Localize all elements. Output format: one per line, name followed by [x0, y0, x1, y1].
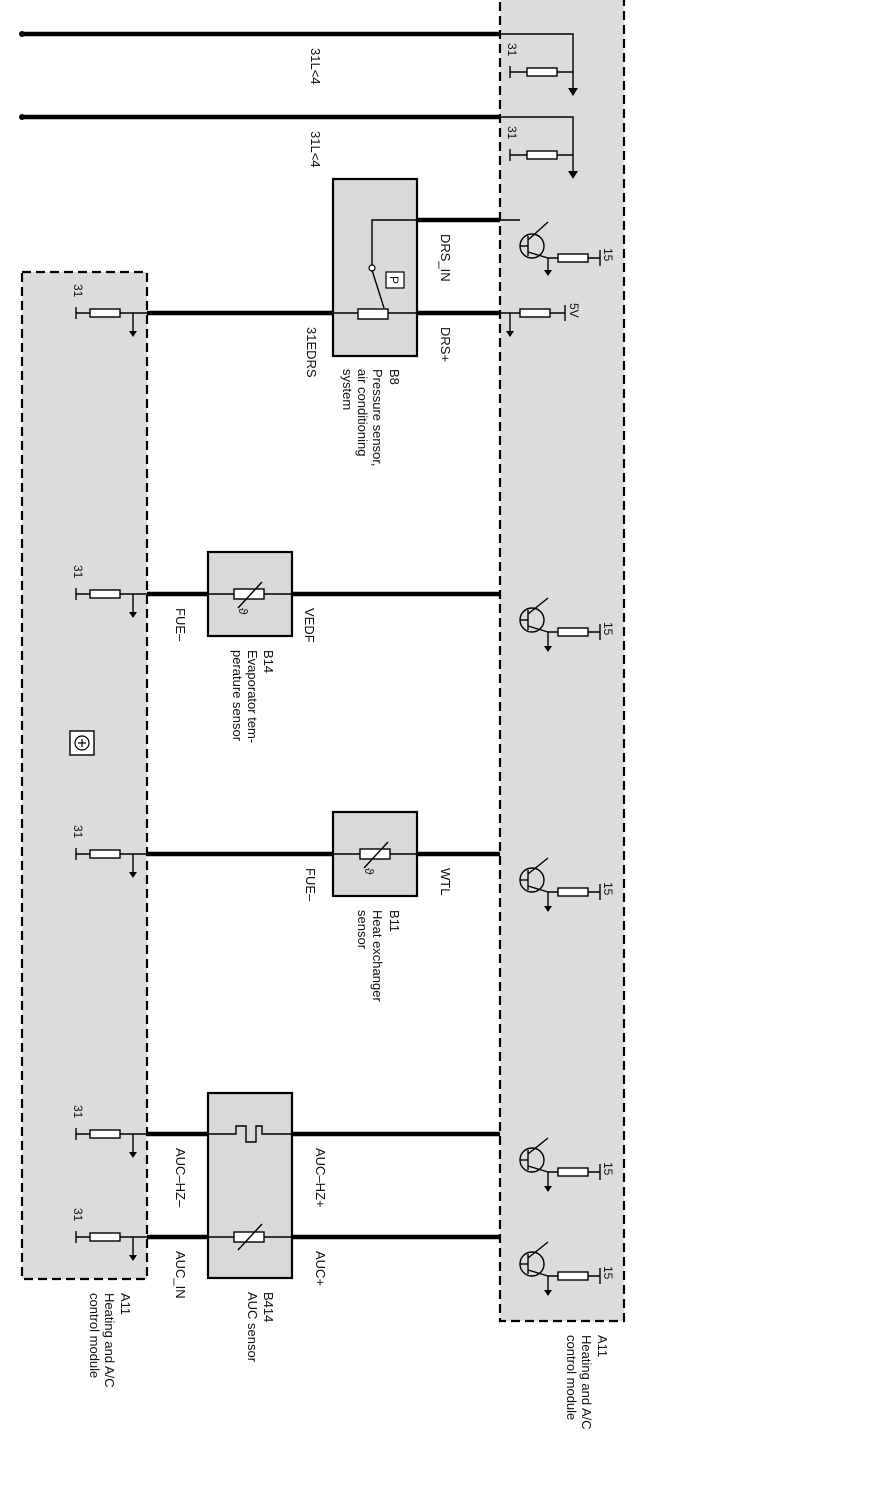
- b14-symbol: ϑ: [236, 608, 250, 615]
- right-pin-label: 15: [601, 1266, 615, 1280]
- right-pin-label: 15: [601, 622, 615, 636]
- svg-text:control module: control module: [87, 1293, 102, 1378]
- wire-label: 31L<4: [308, 131, 323, 168]
- transistor-icon: [519, 1241, 601, 1296]
- left-pin-label: 31: [71, 284, 85, 298]
- svg-text:B8: B8: [387, 369, 402, 385]
- svg-text:A11: A11: [595, 1335, 610, 1357]
- right-pin-label: 15: [601, 1162, 615, 1176]
- right-pin-5v: [500, 305, 566, 337]
- svg-text:control module: control module: [564, 1335, 579, 1420]
- wire-label: AUC–HZ+: [313, 1148, 328, 1208]
- wire-label: AUC–HZ–: [173, 1148, 188, 1208]
- right-pin-label: 31: [505, 43, 519, 57]
- transistor-icon: [500, 219, 601, 276]
- svg-text:air conditioning: air conditioning: [355, 369, 370, 456]
- right-pin-label: 15: [601, 882, 615, 896]
- transistor-icon: [519, 597, 601, 652]
- wire-label: DRS+: [438, 327, 453, 362]
- svg-text:Evaporator tem-: Evaporator tem-: [245, 650, 260, 743]
- svg-text:A11: A11: [118, 1293, 133, 1315]
- left-pin-ground: [75, 848, 147, 878]
- left-pin-label: 31: [71, 1208, 85, 1222]
- wire-label: DRS_IN: [438, 234, 453, 282]
- svg-text:Heat exchanger: Heat exchanger: [370, 910, 385, 1002]
- right-pin-label: 5V: [567, 303, 581, 318]
- wire-label: WTL: [438, 868, 453, 895]
- svg-text:B14: B14: [261, 650, 276, 673]
- b11-symbol: ϑ: [362, 868, 376, 875]
- ground-wire-1: [19, 31, 500, 37]
- transistor-icon: [519, 857, 601, 912]
- module-left-label: A11 Heating and A/C control module: [87, 1293, 133, 1388]
- left-pin-ground: [75, 307, 147, 337]
- wire-label: FUE–: [303, 868, 318, 902]
- svg-text:Heating and A/C: Heating and A/C: [579, 1335, 594, 1430]
- wire-label: AUC_IN: [173, 1251, 188, 1299]
- module-left-box: [20, 270, 149, 1281]
- module-right-label: A11 Heating and A/C control module: [564, 1335, 610, 1430]
- b8-description: B8 Pressure sensor, air conditioning sys…: [340, 369, 402, 467]
- b8-symbol: P: [387, 276, 401, 284]
- right-pin-label: 31: [505, 126, 519, 140]
- left-pin-label: 31: [71, 1105, 85, 1119]
- left-pin-label: 31: [71, 825, 85, 839]
- wire-label: AUC+: [313, 1251, 328, 1286]
- b414-auc-sensor: [147, 1091, 500, 1280]
- svg-text:Heating and A/C: Heating and A/C: [102, 1293, 117, 1388]
- svg-text:B414: B414: [261, 1292, 276, 1322]
- chip-icon: [69, 730, 95, 756]
- svg-text:Pressure sensor,: Pressure sensor,: [370, 369, 385, 467]
- b8-pressure-sensor: [147, 177, 500, 358]
- svg-text:system: system: [340, 369, 355, 410]
- svg-text:AUC sensor: AUC sensor: [245, 1292, 260, 1363]
- wire-label: FUE–: [173, 608, 188, 642]
- module-right-box: [498, 0, 626, 1323]
- svg-text:perature sensor: perature sensor: [230, 650, 245, 742]
- left-pin-ground: [75, 1231, 147, 1261]
- svg-text:B11: B11: [387, 910, 402, 932]
- right-pin-ground-2: [500, 116, 578, 179]
- svg-text:sensor: sensor: [355, 910, 370, 950]
- right-pin-label: 15: [601, 248, 615, 262]
- wire-label: 31EDRS: [304, 327, 319, 378]
- b14-evaporator-sensor: [147, 550, 500, 638]
- ground-wire-2: [19, 114, 500, 120]
- b14-description: B14 Evaporator tem- perature sensor: [230, 650, 276, 743]
- right-pin-ground-1: [500, 33, 578, 96]
- b414-description: B414 AUC sensor: [245, 1292, 276, 1363]
- left-pin-ground: [75, 1128, 147, 1158]
- left-pin-label: 31: [71, 565, 85, 579]
- transistor-icon: [519, 1137, 601, 1192]
- b11-heat-exchanger-sensor: [147, 810, 500, 898]
- wire-label: VEDF: [302, 608, 317, 643]
- left-pin-ground: [75, 588, 147, 618]
- b11-description: B11 Heat exchanger sensor: [355, 910, 402, 1002]
- wire-label: 31L<4: [308, 48, 323, 85]
